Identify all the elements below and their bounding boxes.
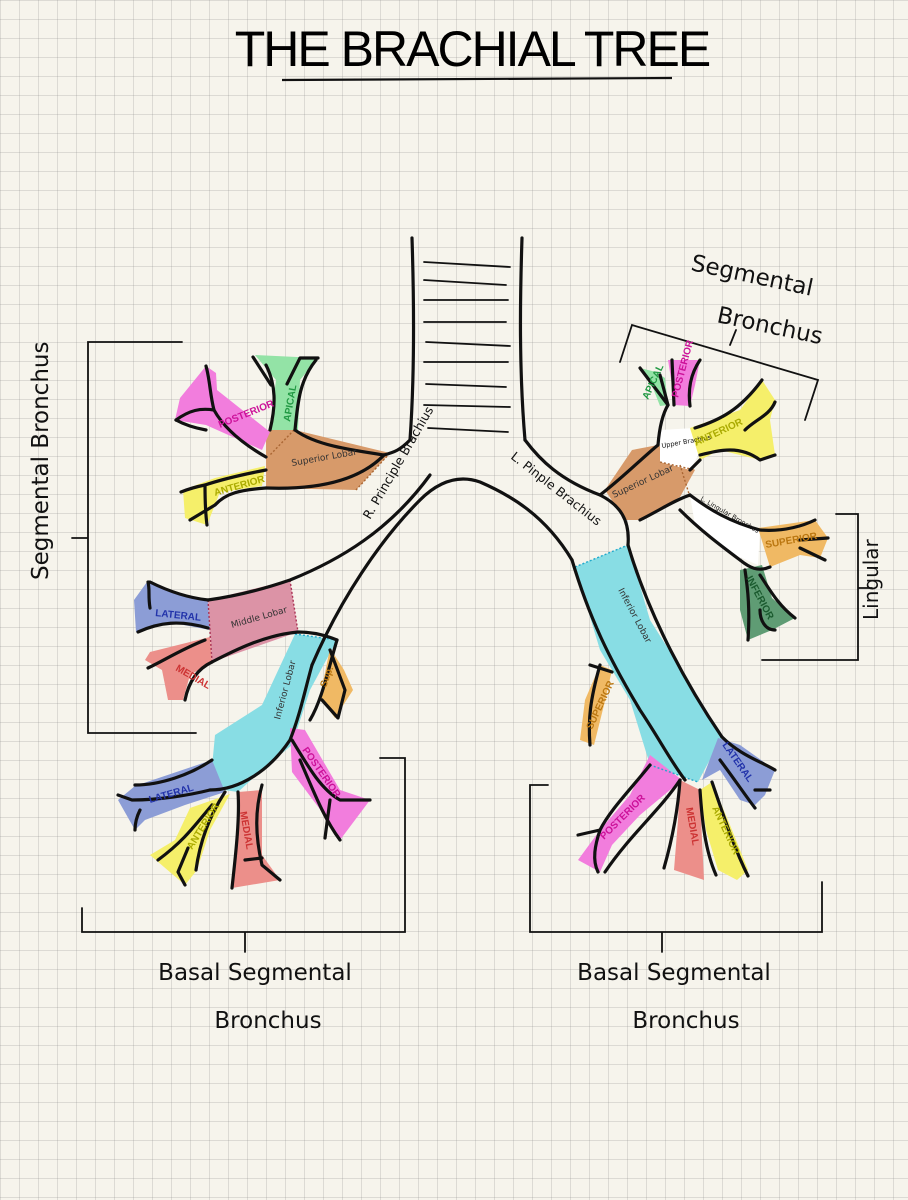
right-basal-posterior-fill [290, 728, 370, 840]
title-underline [281, 76, 673, 82]
right-middle-lobar-fill [208, 580, 298, 662]
carina [310, 477, 574, 667]
page-title: THE BRACHIAL TREE [235, 21, 710, 77]
lingular-label: Lingular [859, 538, 883, 620]
colour-fills [118, 355, 828, 888]
left-upper-bronchus-fill [660, 428, 700, 470]
right-basal-line2: Bronchus [214, 1008, 321, 1034]
right-medial-fill [145, 637, 212, 700]
right-lateral-label: LATERAL [155, 608, 202, 624]
left-lingular-bracket [761, 513, 873, 661]
left-inferior-lobar-fill [575, 545, 722, 782]
right-basal-bracket [81, 757, 406, 953]
left-basal-line1: Basal Segmental [577, 960, 771, 986]
right-basal-line1: Basal Segmental [158, 960, 352, 986]
left-segmental-line1: Segmental [689, 250, 816, 301]
trachea-left-wall [408, 236, 416, 442]
left-basal-anterior-fill [700, 782, 748, 880]
left-principle-label: L. Pinple Brachius [508, 449, 604, 529]
left-basal-medial-fill [674, 780, 704, 880]
trachea-rings [423, 261, 511, 433]
left-segmental-bracket [619, 323, 820, 421]
left-inferior-fill [740, 565, 795, 640]
right-basal-lateral-fill [118, 760, 225, 830]
right-inferior-lobar-fill [210, 634, 337, 792]
brackets [71, 323, 873, 953]
left-basal-posterior-fill [578, 755, 682, 872]
left-l-lingular-fill [690, 495, 760, 565]
left-posterior-fill [668, 360, 700, 406]
segment-separators [207, 429, 699, 783]
right-segmental-bronchus-label: Segmental Bronchus [28, 342, 54, 580]
bronchial-outline [116, 236, 830, 890]
left-basal-bracket [529, 784, 823, 953]
right-lateral-fill [134, 582, 210, 632]
right-posterior-fill [175, 366, 270, 450]
left-basal-lateral-fill [702, 738, 775, 805]
left-basal-line2: Bronchus [632, 1008, 739, 1034]
right-segmental-bracket [71, 341, 197, 734]
right-basal-medial-fill [232, 790, 280, 888]
left-anterior-fill [690, 380, 775, 460]
trachea-right-wall [518, 236, 527, 442]
right-superior-lobar-fill [266, 430, 390, 490]
